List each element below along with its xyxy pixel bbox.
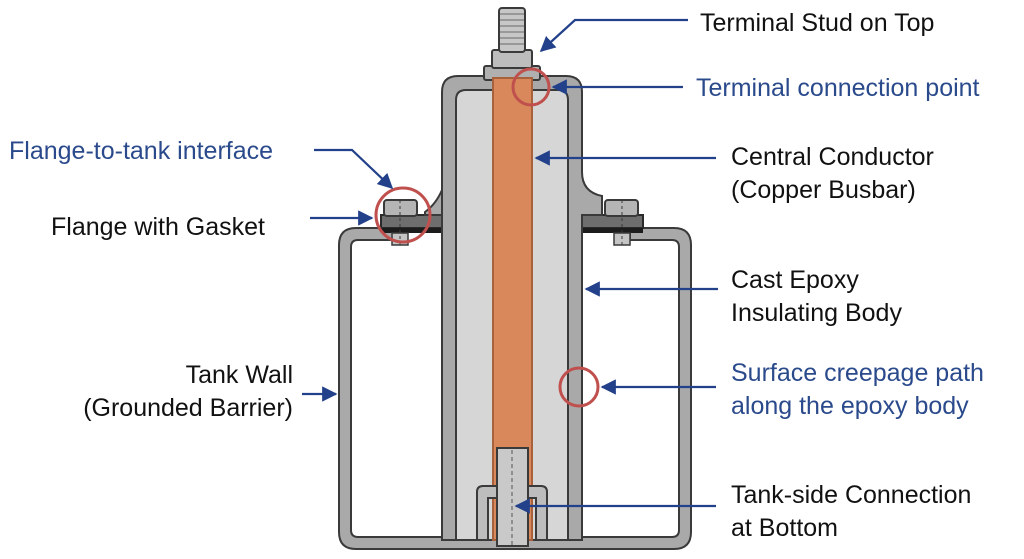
label-tank-wall-1: Tank Wall [186,361,293,389]
label-creepage-2: along the epoxy body [731,392,969,420]
callout-circle-terminal-point [511,67,551,107]
tank-side-connection [476,447,548,547]
label-tank-side-2: at Bottom [731,514,838,542]
callout-circle-flange-interface [374,186,432,244]
leader-terminal-stud [539,18,688,53]
label-terminal-point: Terminal connection point [696,74,980,102]
label-cast-epoxy-2: Insulating Body [731,299,902,327]
label-creepage-1: Surface creepage path [731,359,984,387]
callout-circle-creepage [558,366,600,408]
label-tank-wall-2: (Grounded Barrier) [83,394,293,422]
flange-bolt-right [604,199,639,246]
label-central-conductor-2: (Copper Busbar) [731,176,916,204]
label-terminal-stud: Terminal Stud on Top [700,9,934,37]
leader-flange-interface [314,148,394,190]
label-flange-interface: Flange-to-tank interface [9,137,273,165]
terminal-stud [483,7,541,81]
label-tank-side-1: Tank-side Connection [731,481,971,509]
label-cast-epoxy-1: Cast Epoxy [731,266,859,294]
label-flange-gasket: Flange with Gasket [51,213,265,241]
label-central-conductor-1: Central Conductor [731,143,934,171]
